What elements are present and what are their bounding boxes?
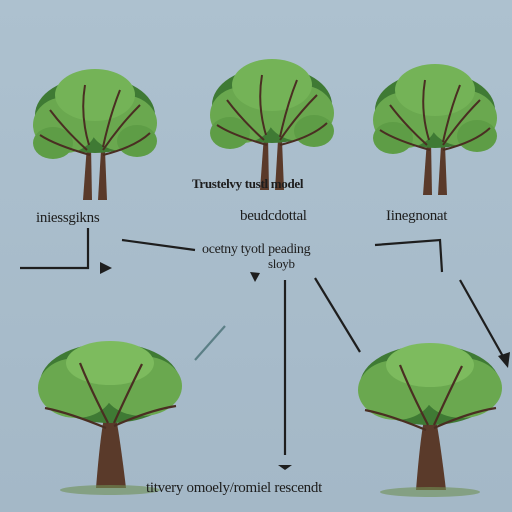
connector-left-hub [121,238,196,252]
label-hub-line2: sloyb [268,256,295,271]
arrow-head-right [498,352,510,368]
label-bottom: titvery omoely/romiel rescendt [146,480,322,496]
connector-left [20,228,90,270]
label-left: iniessgikns [36,210,100,226]
connector-right-down [459,279,506,361]
connector-faint [194,325,226,361]
arrow-head-hub [250,272,260,282]
arrow-head-left [100,262,112,274]
tree-bottom-left [36,339,184,497]
tree-top-right [372,63,498,196]
label-hub-line1: ocetny tyotl peading [202,242,311,257]
label-top-center: Trustelvy tustl model [192,176,304,191]
connector-hub-right [314,277,361,353]
tree-bottom-right [356,341,504,499]
arrow-head-bottom [278,465,292,470]
label-right: Iinegnonat [386,208,448,224]
label-center: beudcdottal [240,208,307,224]
tree-top-center [209,58,335,191]
tree-top-left [32,68,158,201]
connector-right [374,238,444,273]
